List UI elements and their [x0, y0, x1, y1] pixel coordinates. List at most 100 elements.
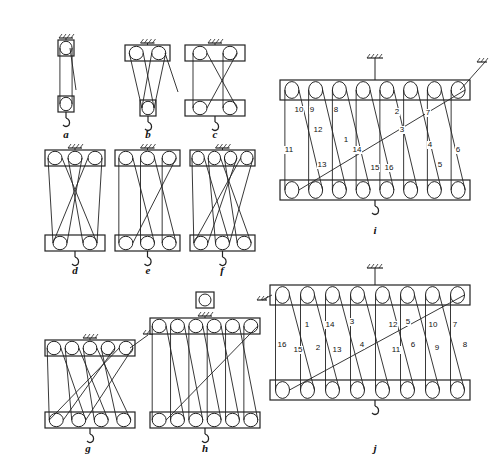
- rope-line: [257, 296, 260, 300]
- rope-line: [477, 58, 480, 62]
- rope-line: [207, 53, 237, 108]
- rope-line: [284, 90, 285, 190]
- pulley-block: [115, 235, 180, 251]
- rope-line: [210, 312, 213, 316]
- sheave: [332, 82, 346, 99]
- sheave: [207, 319, 221, 332]
- rope-number: 2: [315, 344, 321, 352]
- sheave: [152, 319, 166, 332]
- sheave: [404, 182, 418, 199]
- rope-line: [140, 158, 141, 243]
- rope-line: [239, 326, 257, 420]
- rope-line: [222, 251, 223, 257]
- figure-letter: g: [85, 443, 91, 454]
- sheave: [427, 182, 441, 199]
- rope-line: [440, 295, 465, 390]
- rope-line: [375, 264, 378, 268]
- rope-line: [394, 90, 418, 190]
- sheave: [193, 46, 207, 59]
- rope-line: [141, 39, 144, 43]
- rope-line: [72, 48, 73, 104]
- rope-line: [153, 39, 156, 43]
- rope-line: [118, 158, 119, 243]
- sheave: [376, 287, 390, 304]
- rope-number: 6: [455, 146, 461, 154]
- sheave: [309, 82, 323, 99]
- rope-line: [300, 295, 301, 390]
- equalizer-block: [196, 292, 214, 308]
- sheave: [171, 319, 185, 332]
- figure-letter: h: [202, 443, 208, 454]
- rope-line: [47, 348, 49, 420]
- rope-line: [216, 144, 219, 148]
- rope-line: [154, 53, 166, 108]
- rope-line: [425, 295, 426, 390]
- rope-line: [379, 264, 382, 268]
- sheave: [451, 287, 465, 304]
- rope-line: [223, 53, 224, 108]
- sheave: [65, 341, 79, 354]
- rope-line: [202, 312, 205, 316]
- sheave: [192, 151, 204, 164]
- rope-line: [379, 90, 380, 190]
- figure-letter: b: [145, 129, 151, 140]
- sheave: [141, 151, 155, 164]
- rope-line: [83, 334, 86, 338]
- rope-line: [67, 34, 70, 38]
- rope-line: [206, 312, 209, 316]
- figure-letter: a: [63, 129, 69, 140]
- rope-number: 6: [410, 341, 416, 349]
- hook: [372, 406, 379, 415]
- pulley-block: [185, 45, 245, 61]
- sheave: [301, 287, 315, 304]
- pulley-block: [185, 100, 245, 116]
- sheave: [332, 182, 346, 199]
- rope-number: 13: [317, 161, 328, 169]
- rope-line: [225, 326, 226, 420]
- rope-line: [208, 158, 237, 243]
- rope-number: 13: [332, 346, 343, 354]
- sheave: [376, 382, 390, 399]
- rope-number: 5: [437, 161, 443, 169]
- sheave: [244, 413, 258, 426]
- sheave: [301, 382, 315, 399]
- rope-line: [262, 295, 272, 300]
- rope-line: [308, 90, 309, 190]
- rope-number: 9: [434, 344, 440, 352]
- sheave: [451, 82, 465, 99]
- figure-letter: e: [146, 265, 151, 276]
- rope-line: [315, 295, 340, 390]
- rope-number: 15: [293, 346, 304, 354]
- sheave: [152, 413, 166, 426]
- sheave: [276, 382, 290, 399]
- sheave: [119, 236, 133, 249]
- rope-number: 16: [277, 341, 288, 349]
- rope-number: 7: [452, 321, 458, 329]
- pulley-block: [115, 150, 180, 166]
- rope-line: [375, 295, 376, 390]
- rope-number: 12: [388, 321, 399, 329]
- rope-line: [367, 54, 370, 58]
- hook: [87, 434, 94, 443]
- rope-line: [212, 39, 215, 43]
- rope-line: [70, 48, 76, 90]
- rope-number: 4: [359, 341, 365, 349]
- sheave: [68, 151, 82, 164]
- sheave: [426, 382, 440, 399]
- rope-line: [460, 62, 485, 90]
- rope-line: [485, 58, 488, 62]
- sheave: [101, 341, 115, 354]
- pulley-block: [140, 100, 156, 116]
- rope-line: [62, 158, 97, 243]
- rope-line: [133, 158, 176, 243]
- rope-line: [332, 90, 333, 190]
- rope-line: [89, 428, 90, 434]
- rope-line: [371, 264, 374, 268]
- rope-line: [63, 34, 66, 38]
- sheave: [285, 182, 299, 199]
- rope-line: [145, 39, 148, 43]
- rope-line: [59, 48, 60, 104]
- rope-line: [59, 34, 62, 38]
- rope-line: [375, 54, 378, 58]
- rope-line: [265, 296, 268, 300]
